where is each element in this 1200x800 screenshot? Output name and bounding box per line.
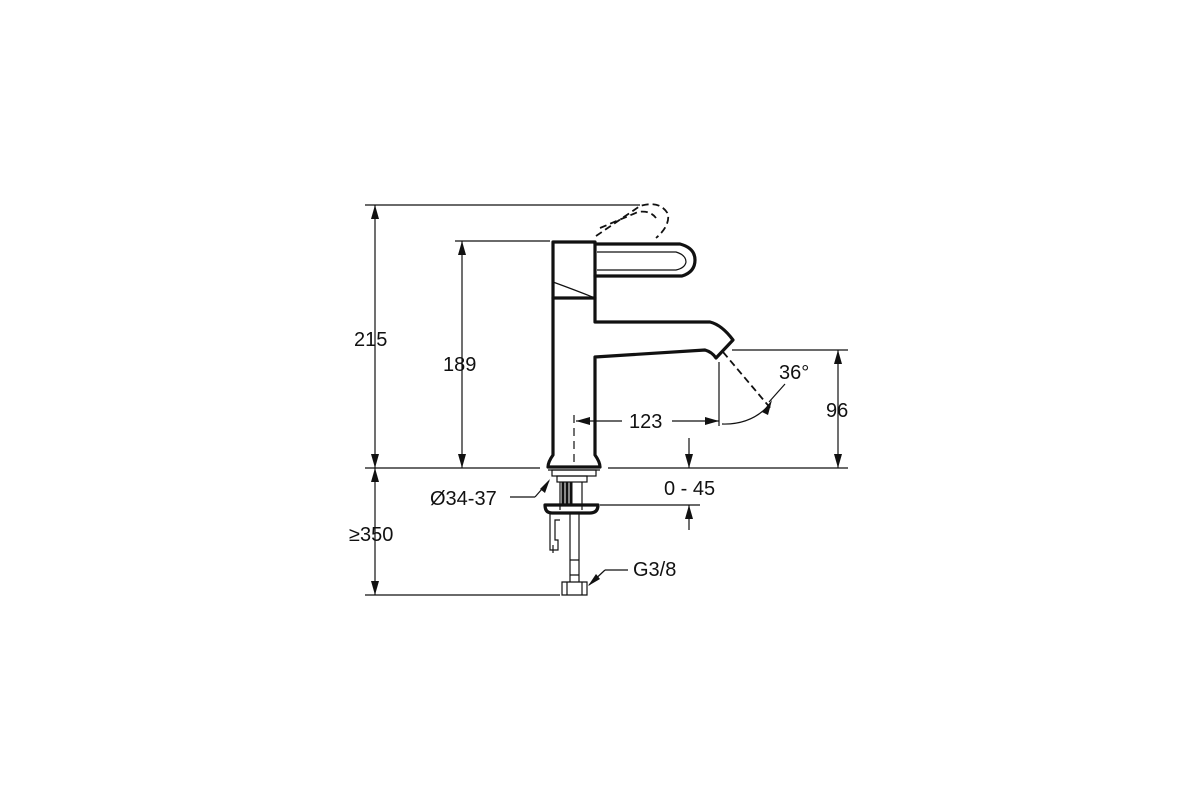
label-spout-reach: 123	[629, 411, 662, 433]
label-total-height: 215	[354, 329, 387, 351]
faucet-outline	[546, 203, 735, 471]
dimension-189	[455, 240, 550, 468]
dimension-350	[365, 468, 560, 596]
dimension-0-45	[600, 438, 700, 530]
label-spout-angle: 36°	[779, 362, 809, 384]
label-hole-diameter: Ø34-37	[430, 488, 497, 510]
dimension-215	[365, 204, 640, 468]
label-connection-length: ≥350	[349, 524, 393, 546]
label-thread: G3/8	[633, 559, 676, 581]
dimension-96	[732, 349, 848, 468]
label-spout-height: 96	[826, 400, 848, 422]
mounting-hardware	[543, 469, 600, 596]
dimension-123	[576, 362, 720, 426]
dimension-36-degrees	[721, 351, 786, 425]
dimension-thread	[588, 569, 628, 586]
label-deck-thickness: 0 - 45	[664, 478, 715, 500]
dimension-hole-diameter	[510, 479, 550, 498]
label-body-height: 189	[443, 354, 476, 376]
